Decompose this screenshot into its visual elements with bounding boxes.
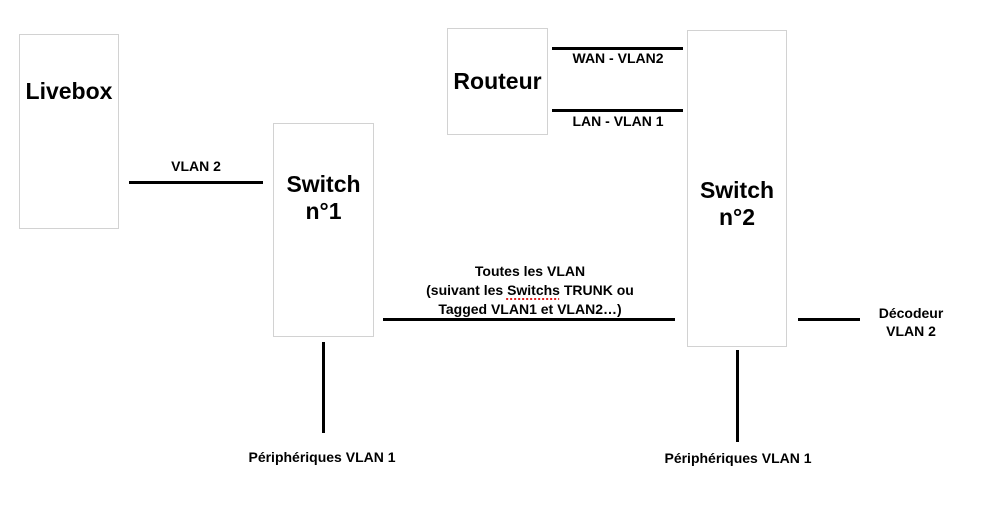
node-routeur-label: Routeur <box>453 68 542 94</box>
node-livebox-label: Livebox <box>25 78 113 104</box>
label-decodeur: Décodeur VLAN 2 <box>879 304 944 340</box>
node-routeur: Routeur <box>447 28 548 135</box>
label-peripherals-switch2: Périphériques VLAN 1 <box>664 450 812 466</box>
link-switch1-peripherals <box>322 342 325 433</box>
label-decodeur-line2: VLAN 2 <box>886 323 936 339</box>
node-switch1-label-line2: n°1 <box>305 198 342 224</box>
link-livebox-switch1 <box>129 181 263 184</box>
node-switch2: Switch n°2 <box>687 30 787 347</box>
node-switch2-label-line1: Switch <box>699 177 775 203</box>
label-wan-vlan2: WAN - VLAN2 <box>572 50 664 66</box>
link-switch2-peripherals <box>736 350 739 442</box>
label-trunk-misspelled-word: Switchs <box>507 282 560 298</box>
label-lan-vlan1: LAN - VLAN 1 <box>572 113 664 129</box>
node-switch2-label-line2: n°2 <box>718 204 756 230</box>
node-livebox: Livebox <box>19 34 119 229</box>
label-vlan2: VLAN 2 <box>171 158 221 174</box>
link-decodeur <box>798 318 860 321</box>
node-switch1: Switch n°1 <box>273 123 374 337</box>
label-trunk-line3: Tagged VLAN1 et VLAN2…) <box>438 301 622 317</box>
label-decodeur-line1: Décodeur <box>878 305 944 321</box>
label-peripherals-switch1: Périphériques VLAN 1 <box>248 449 396 465</box>
label-trunk-line2: (suivant les Switchs TRUNK ou <box>426 282 634 298</box>
link-routeur-wan <box>552 47 683 50</box>
label-trunk: Toutes les VLAN (suivant les Switchs TRU… <box>426 262 634 319</box>
label-trunk-line1: Toutes les VLAN <box>474 263 586 279</box>
node-switch1-label-line1: Switch <box>286 171 361 197</box>
link-trunk <box>383 318 675 321</box>
link-routeur-lan <box>552 109 683 112</box>
